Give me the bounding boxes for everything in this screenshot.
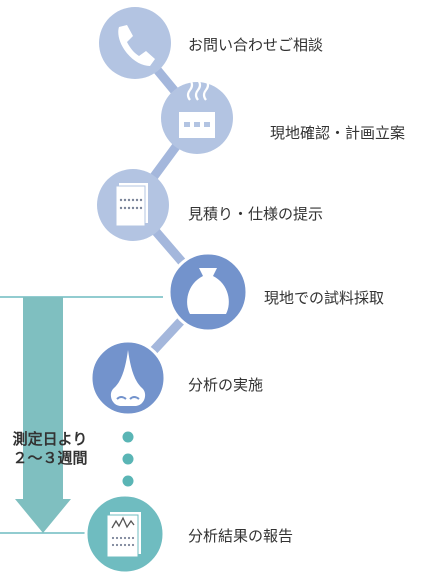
step-label-analysis: 分析の実施	[188, 376, 264, 394]
connector-dot	[122, 453, 134, 465]
phone-icon	[118, 25, 155, 66]
step-label-site-survey: 現地確認・計画立案	[270, 124, 406, 142]
document-icon	[115, 183, 148, 227]
period-label-line-1: 測定日より	[12, 430, 88, 448]
connector-dot	[122, 431, 134, 443]
nose-icon	[110, 350, 146, 406]
connector-dot	[122, 475, 134, 487]
period-arrow	[15, 297, 71, 533]
period-label-line-2: ２～３週間	[12, 449, 88, 467]
step-label-inquiry: お問い合わせご相談	[188, 36, 324, 54]
step-label-report: 分析結果の報告	[188, 527, 294, 545]
building-icon	[179, 79, 215, 138]
sample-bag-icon	[187, 268, 229, 314]
report-chart-icon	[106, 512, 141, 558]
step-label-quotation: 見積り・仕様の提示	[188, 205, 324, 223]
step-label-sampling: 現地での試料採取	[264, 289, 385, 307]
period-label: 測定日より ２～３週間	[0, 430, 100, 468]
step-circle-1	[99, 7, 171, 79]
